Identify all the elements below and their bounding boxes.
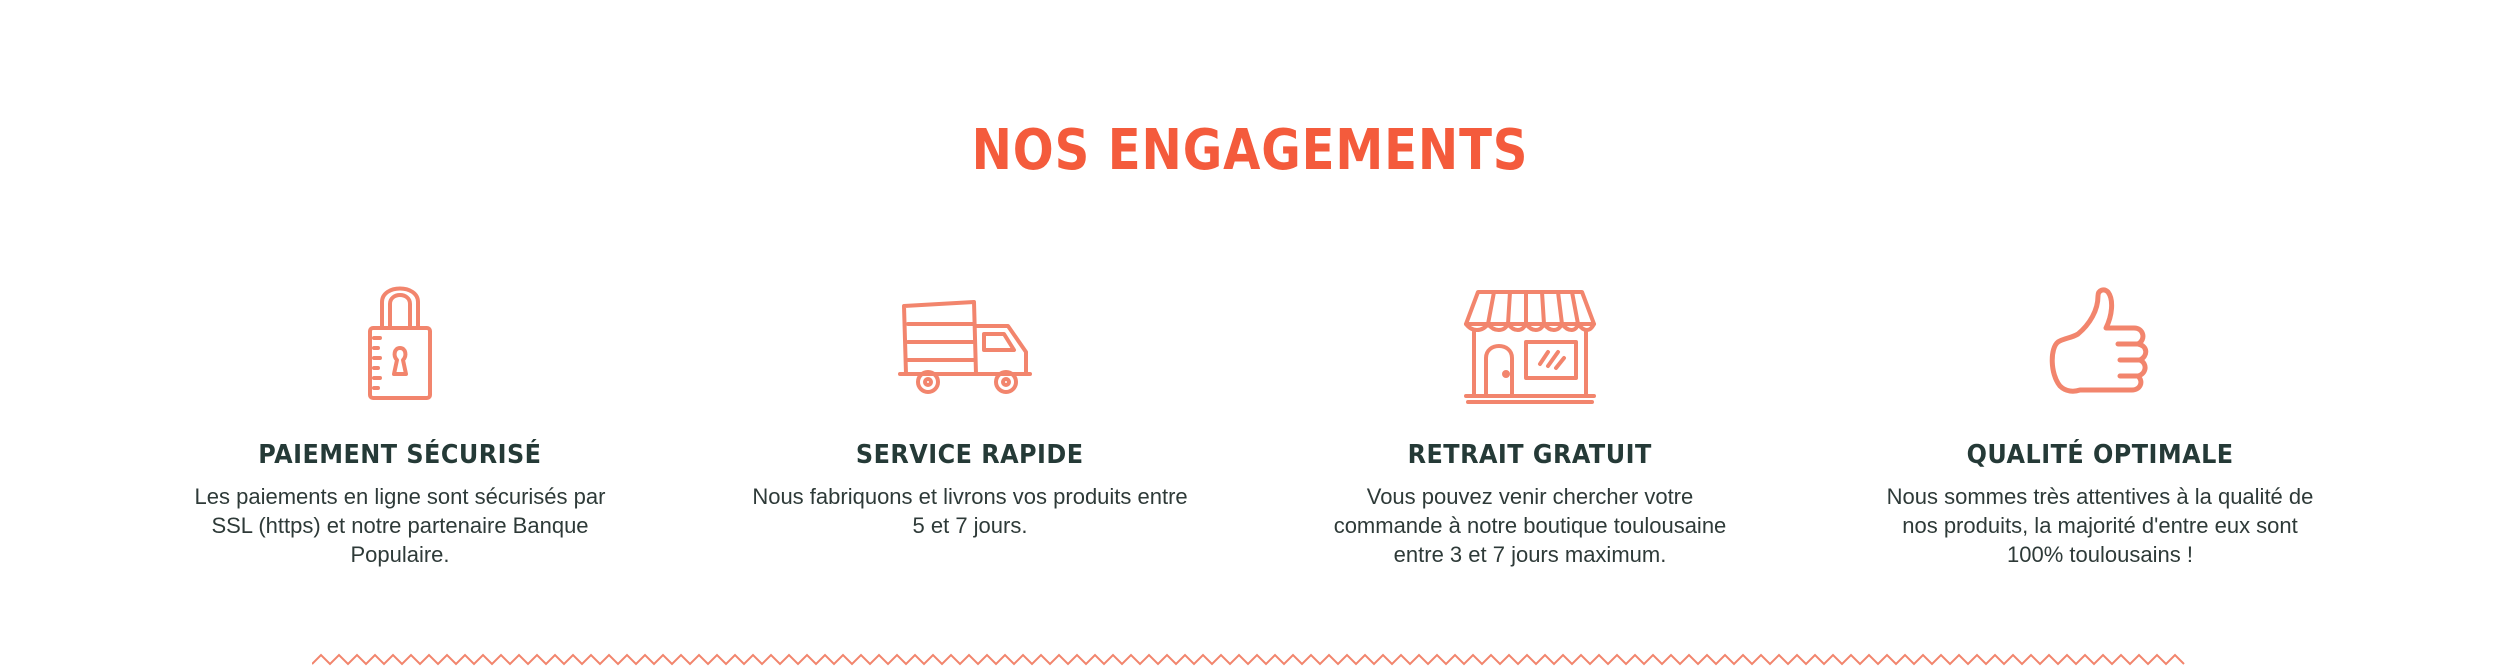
feature-secure-payment: PAIEMENT SÉCURISÉ Les paiements en ligne… <box>120 278 680 569</box>
feature-title: PAIEMENT SÉCURISÉ <box>258 440 542 470</box>
feature-title: SERVICE RAPIDE <box>856 440 1084 470</box>
store-icon <box>1450 278 1610 408</box>
feature-title: RETRAIT GRATUIT <box>1407 440 1653 470</box>
thumbs-up-icon <box>2020 278 2180 408</box>
feature-description: Vous pouvez venir chercher votre command… <box>1333 484 1727 567</box>
feature-fast-service: SERVICE RAPIDE Nous fabriquons et livron… <box>690 278 1250 540</box>
feature-title: QUALITÉ OPTIMALE <box>1966 440 2234 470</box>
zigzag-divider <box>312 653 2185 666</box>
feature-description: Les paiements en ligne sont sécurisés pa… <box>194 484 606 567</box>
section-title: NOS ENGAGEMENTS <box>971 118 1529 183</box>
feature-optimal-quality: QUALITÉ OPTIMALE Nous sommes très attent… <box>1820 278 2380 569</box>
feature-description: Nous sommes très attentives à la qualité… <box>1886 484 2314 567</box>
feature-free-pickup: RETRAIT GRATUIT Vous pouvez venir cherch… <box>1250 278 1810 569</box>
features-row: PAIEMENT SÉCURISÉ Les paiements en ligne… <box>0 278 2500 598</box>
padlock-icon <box>320 278 480 408</box>
feature-description: Nous fabriquons et livrons vos produits … <box>752 484 1188 538</box>
truck-icon <box>890 278 1050 408</box>
